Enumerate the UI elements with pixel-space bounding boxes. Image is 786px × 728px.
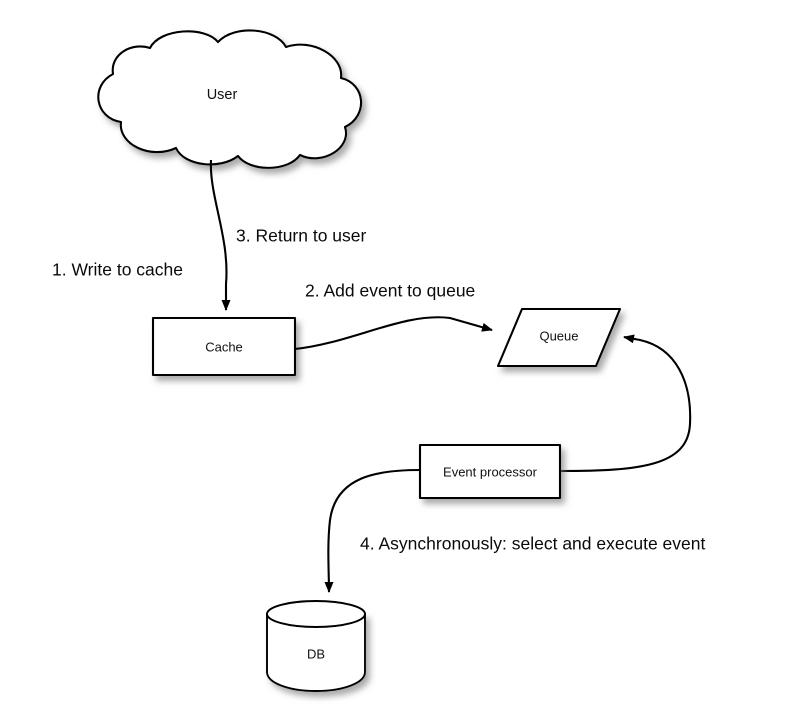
edge-cache-to-queue <box>294 316 493 351</box>
cloud-shape <box>97 29 363 169</box>
node-user[interactable]: User <box>97 29 363 169</box>
step-label-1: 1. Write to cache <box>52 260 183 280</box>
step-label-4: 4. Asynchronously: select and execute ev… <box>360 534 705 554</box>
edge-user-to-cache <box>209 159 231 311</box>
db-cylinder-top <box>266 600 366 628</box>
node-queue[interactable]: Queue <box>496 307 622 368</box>
node-cache-label: Cache <box>205 339 243 354</box>
cache-shape <box>151 316 297 377</box>
node-cache[interactable]: Cache <box>151 316 297 377</box>
node-event-processor-label: Event processor <box>443 464 538 479</box>
node-event-processor[interactable]: Event processor <box>418 443 562 500</box>
node-queue-label: Queue <box>539 328 578 343</box>
edge-processor-to-queue <box>559 334 692 473</box>
edge-processor-to-db <box>324 468 421 593</box>
node-user-label: User <box>207 87 238 103</box>
db-cylinder-body <box>266 613 366 692</box>
node-db[interactable]: DB <box>266 600 366 692</box>
node-db-label: DB <box>307 646 325 661</box>
step-label-2: 2. Add event to queue <box>305 281 475 301</box>
event-processor-shape <box>418 443 562 500</box>
step-label-3: 3. Return to user <box>236 226 367 246</box>
queue-shape <box>496 307 622 368</box>
